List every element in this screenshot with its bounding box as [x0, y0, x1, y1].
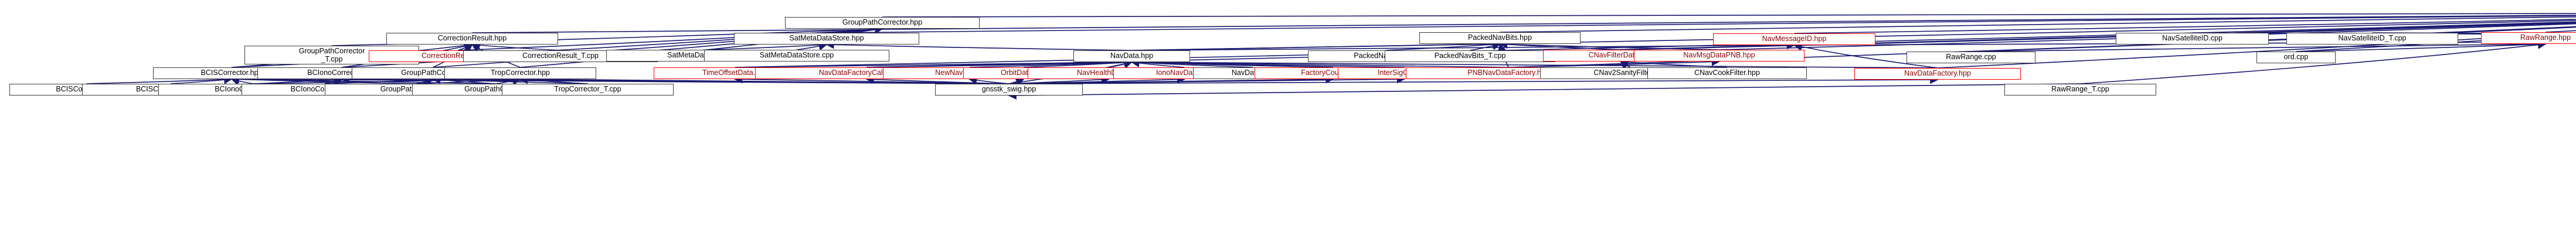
- graph-edge: [519, 74, 1010, 84]
- graph-edge: [1130, 57, 1938, 69]
- graph-edge: [1385, 40, 1501, 51]
- graph-edge: [2296, 40, 2547, 52]
- graph-node-cnavcookfilter-hpp[interactable]: CNavCookFilter.hpp: [1647, 67, 1807, 79]
- graph-edge: [866, 22, 2576, 68]
- graph-node-navmessageid-hpp[interactable]: NavMessageID.hpp: [1713, 33, 1875, 45]
- graph-edge: [457, 25, 883, 51]
- graph-node-rawrange-t-cpp[interactable]: RawRange_T.cpp: [2004, 84, 2156, 95]
- graph-edge: [825, 40, 1132, 51]
- graph-edge: [1131, 40, 1796, 51]
- graph-edge: [1619, 57, 1728, 68]
- graph-edge: [708, 40, 828, 50]
- graph-node-ord-cpp[interactable]: ord.cpp: [2256, 52, 2336, 63]
- graph-edge: [170, 76, 233, 84]
- graph-node-navsatelliteid-t-cpp[interactable]: NavSatelliteID_T.cpp: [2286, 33, 2458, 45]
- graph-node-tropcorrector-hpp[interactable]: TropCorrector.hpp: [444, 67, 596, 79]
- graph-node-rawrange-hpp[interactable]: RawRange.hpp: [2481, 32, 2576, 44]
- graph-edge: [1970, 26, 2576, 52]
- graph-node-gnsstk-swig-hpp[interactable]: gnsstk_swig.hpp: [935, 84, 1083, 95]
- graph-edge: [1008, 75, 1939, 84]
- graph-node-tropcorrector-t-cpp[interactable]: TropCorrector_T.cpp: [502, 84, 674, 95]
- graph-node-navsatelliteid-cpp[interactable]: NavSatelliteID.cpp: [2116, 33, 2269, 45]
- graph-edge: [1793, 42, 1938, 69]
- graph-node-correctionresult-hpp[interactable]: CorrectionResult.hpp: [386, 33, 558, 45]
- graph-node-satmetadatastore-cpp[interactable]: SatMetaDataStore.cpp: [704, 50, 889, 62]
- graph-node-navdata-hpp[interactable]: NavData.hpp: [1073, 50, 1190, 62]
- graph-edge: [882, 13, 2576, 18]
- graph-node-satmetadatastore-hpp[interactable]: SatMetaDataStore.hpp: [734, 33, 919, 45]
- graph-node-packednavbits-t-cpp[interactable]: PackedNavBits_T.cpp: [1385, 50, 1555, 62]
- graph-edge: [1970, 40, 2547, 52]
- graph-node-navmsgdatapnb-hpp[interactable]: NavMsgDataPNB.hpp: [1634, 50, 1804, 62]
- graph-node-rawrange-cpp[interactable]: RawRange.cpp: [1906, 52, 2035, 63]
- graph-edge: [1508, 57, 1721, 68]
- graph-node-packednavbits-hpp[interactable]: PackedNavBits.hpp: [1419, 32, 1581, 44]
- graph-node-grouppathcorrector-hpp[interactable]: GroupPathCorrector.hpp: [785, 17, 980, 29]
- graph-edge: [1794, 19, 2576, 34]
- graph-edge: [796, 42, 828, 50]
- graph-node-navdatafactory-hpp[interactable]: NavDataFactory.hpp: [1854, 68, 2021, 80]
- graph-edge: [1023, 58, 1133, 68]
- graph-edge: [2080, 40, 2547, 84]
- graph-edge: [1008, 83, 2081, 100]
- graph-edge: [86, 75, 233, 84]
